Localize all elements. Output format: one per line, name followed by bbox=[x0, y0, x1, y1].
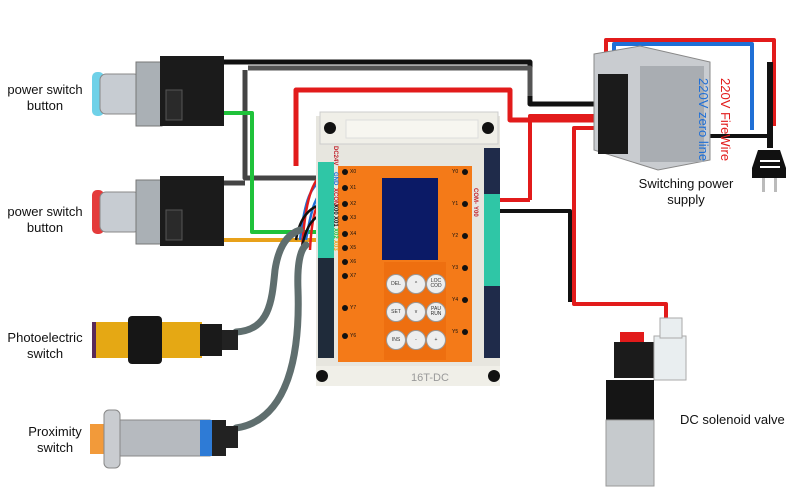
input-label: X0 bbox=[350, 169, 357, 175]
input-label: X1 bbox=[350, 185, 357, 191]
output-label: Y5 bbox=[452, 329, 459, 335]
label-line: Proximity bbox=[28, 424, 82, 439]
label-line: power switch bbox=[7, 82, 83, 97]
key-ins[interactable]: INS bbox=[386, 330, 406, 350]
input-label: X5 bbox=[350, 245, 357, 251]
output-label: Y2 bbox=[452, 233, 459, 239]
input-led-icon bbox=[342, 333, 348, 339]
cable-proximity bbox=[232, 241, 310, 432]
label-power-switch-blue: power switch button bbox=[0, 82, 90, 114]
output-label: Y3 bbox=[452, 265, 459, 271]
switching-power-supply bbox=[593, 45, 711, 171]
key-up[interactable]: ^ bbox=[406, 274, 426, 294]
plc-model-label: 16T-DC bbox=[411, 372, 449, 384]
input-led-icon bbox=[342, 231, 348, 237]
label-line: switch bbox=[36, 440, 74, 455]
wire-red-dc24v bbox=[293, 87, 618, 166]
output-led-icon bbox=[462, 233, 468, 239]
label-fire-wire: 220V FireWire bbox=[718, 78, 733, 162]
lcd-screen bbox=[382, 178, 438, 260]
output-terminal-block bbox=[484, 194, 500, 286]
label-photoelectric: Photoelectric switch bbox=[0, 330, 90, 362]
label-power-supply: Switching power supply bbox=[626, 176, 746, 208]
dc-solenoid-valve bbox=[605, 317, 687, 487]
input-label: X4 bbox=[350, 231, 357, 237]
cable-photoelectric bbox=[232, 226, 304, 336]
key-pau-run[interactable]: PAU RUN bbox=[426, 302, 446, 322]
label-power-switch-red: power switch button bbox=[0, 204, 90, 236]
terminal-label-y00: Y00 bbox=[472, 206, 478, 217]
power-switch-button-blue bbox=[92, 56, 224, 127]
input-label: X7 bbox=[350, 273, 357, 279]
terminal-label-gnd: GND bbox=[332, 172, 338, 186]
key-set[interactable]: SET bbox=[386, 302, 406, 322]
wire-red-solenoid bbox=[572, 126, 668, 318]
terminal-label-dc24v: DC24V bbox=[332, 146, 338, 166]
input-led-icon bbox=[342, 273, 348, 279]
terminal-label-x00: X00 bbox=[332, 204, 338, 215]
input-label: X2 bbox=[350, 201, 357, 207]
wire-red-psu bbox=[528, 114, 618, 200]
label-line: power switch bbox=[7, 204, 83, 219]
label-line: button bbox=[26, 98, 64, 113]
input-led-icon bbox=[342, 169, 348, 175]
output-led-icon bbox=[462, 169, 468, 175]
label-solenoid-valve: DC solenoid valve bbox=[680, 412, 785, 427]
wire-black-solenoid bbox=[500, 209, 572, 302]
wire-gray-down bbox=[242, 70, 326, 181]
label-line: button bbox=[26, 220, 64, 235]
label-proximity: Proximity switch bbox=[20, 424, 90, 456]
terminal-label-com: COM- bbox=[472, 188, 478, 204]
input-label: Y6 bbox=[350, 333, 357, 339]
terminal-label-x01: X01 bbox=[332, 216, 338, 227]
key-loc-cod[interactable]: LOC COD bbox=[426, 274, 446, 294]
label-line: switch bbox=[26, 346, 64, 361]
key-down[interactable]: v bbox=[406, 302, 426, 322]
terminal-label-x02: X02 bbox=[332, 228, 338, 239]
output-led-icon bbox=[462, 265, 468, 271]
proximity-switch bbox=[90, 409, 238, 469]
input-label: X3 bbox=[350, 215, 357, 221]
key-del[interactable]: DEL bbox=[386, 274, 406, 294]
input-led-icon bbox=[342, 305, 348, 311]
input-led-icon bbox=[342, 201, 348, 207]
terminal-label-xcom: XCOM bbox=[332, 188, 338, 206]
input-led-icon bbox=[342, 215, 348, 221]
label-zero-line: 220V zero line bbox=[696, 78, 711, 162]
input-label: X6 bbox=[350, 259, 357, 265]
label-line: supply bbox=[667, 192, 705, 207]
terminal-label-x03: X03 bbox=[332, 240, 338, 251]
output-label: Y0 bbox=[452, 169, 459, 175]
label-line: Switching power bbox=[638, 176, 734, 191]
output-led-icon bbox=[462, 297, 468, 303]
input-led-icon bbox=[342, 245, 348, 251]
power-switch-button-red bbox=[92, 176, 224, 246]
input-label: Y7 bbox=[350, 305, 357, 311]
key-plus[interactable]: + bbox=[426, 330, 446, 350]
output-led-icon bbox=[462, 329, 468, 335]
key-minus[interactable]: - bbox=[406, 330, 426, 350]
input-led-icon bbox=[342, 185, 348, 191]
photoelectric-switch bbox=[92, 316, 238, 364]
wire-gray-button bbox=[248, 65, 533, 96]
plug-icon bbox=[752, 150, 786, 192]
output-label: Y1 bbox=[452, 201, 459, 207]
input-terminal-block bbox=[318, 162, 334, 258]
output-label: Y4 bbox=[452, 297, 459, 303]
plc-keypad: DEL ^ LOC COD SET v PAU RUN INS - + bbox=[386, 274, 446, 358]
input-led-icon bbox=[342, 259, 348, 265]
output-led-icon bbox=[462, 201, 468, 207]
label-line: Photoelectric bbox=[7, 330, 83, 345]
wire-green bbox=[222, 111, 326, 234]
